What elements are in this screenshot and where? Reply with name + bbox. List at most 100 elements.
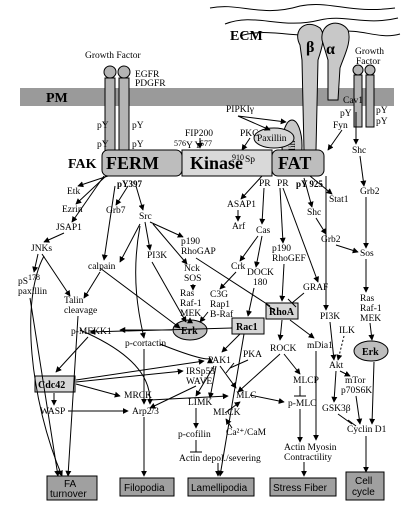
growth-factor-right-label-2: Factor — [356, 57, 381, 67]
erk-left-node: Erk — [181, 326, 198, 337]
fa-turnover-label-1: FA — [64, 479, 77, 490]
grb7-node: Grb7 — [106, 206, 126, 216]
actin-depol-node: Actin depol./severing — [179, 454, 261, 464]
rock-node: ROCK — [270, 344, 297, 354]
py-right-2: pY — [340, 109, 352, 119]
cell-cycle-label-2: cycle — [352, 487, 375, 498]
arf-node: Arf — [232, 221, 246, 232]
grb2-node-2: Grb2 — [321, 235, 341, 245]
y576-label: 576 — [174, 139, 186, 148]
cav1-label: Cav1 — [343, 96, 363, 106]
ras-right-node-2: Raf-1 — [360, 303, 382, 314]
mtor-node-1: mTor — [345, 376, 366, 386]
fat-domain-label: FAT — [278, 153, 311, 173]
fak-label: FAK — [68, 157, 97, 172]
stress-fiber-label: Stress Fiber — [273, 483, 328, 494]
ferm-domain-label: FERM — [106, 153, 159, 173]
py925-label: pY 925 — [296, 179, 323, 189]
pr-node-1: PR — [259, 179, 271, 189]
mdia1-node: mDia1 — [307, 341, 333, 351]
beta-label: β — [306, 39, 314, 56]
p190rhogap-node-2: RhoGAP — [181, 247, 216, 257]
jsap1-node: JSAP1 — [56, 223, 82, 233]
irsp53-node-1: IRSp53 — [186, 367, 215, 377]
stress-fiber-box — [269, 477, 337, 497]
py-label-4: pY — [132, 140, 144, 150]
pi3k-left-node: PI3K — [147, 251, 167, 261]
kinase-domain-label: Kinase — [190, 153, 243, 173]
py-label-1: pY — [97, 121, 109, 131]
filopodia-label: Filopodia — [124, 483, 165, 494]
c3g-node-1: C3G — [210, 290, 228, 300]
sos-node: Sos — [360, 249, 374, 259]
cdc42-node: Cdc42 — [38, 380, 65, 391]
sp-label: Sp — [245, 155, 255, 165]
c3g-node-3: B-Raf — [210, 309, 234, 320]
mlck-node: MLCK — [213, 408, 241, 418]
mrck-node: MRCK — [124, 391, 152, 401]
cell-cycle-box — [345, 471, 385, 501]
asap1-node: ASAP1 — [227, 200, 256, 210]
pi3k-right-node: PI3K — [320, 312, 340, 322]
gsk3b-node: GSK3β — [322, 404, 351, 414]
pcofilin-node: p-cofilin — [178, 429, 211, 440]
rhoa-node: RhoA — [269, 307, 295, 318]
talin-cleavage-node-1: Talin — [64, 296, 84, 306]
ilk-node: ILK — [339, 326, 355, 336]
fa-turnover-box — [46, 475, 98, 501]
dock-node-2: 180 — [253, 278, 268, 288]
pipki-label: PIPKIγ — [226, 105, 254, 115]
ras-node-1: Ras — [180, 289, 195, 299]
connections — [29, 112, 376, 477]
arp23-node: Arp2/3 — [132, 407, 159, 417]
growth-factor-right-label-1: Growth — [355, 47, 384, 57]
fip200-label: FIP200 — [185, 129, 213, 139]
ras-right-node-3: MEK — [360, 314, 381, 324]
talin-cleavage-node-2: cleavage — [64, 306, 97, 316]
filopodia-box — [119, 477, 175, 497]
p190rhogap-node-1: p190 — [181, 237, 200, 247]
mlcp-node: MLCP — [293, 376, 319, 386]
jnks-node: JNKs — [31, 244, 52, 254]
egfr-label: EGFR — [135, 70, 160, 80]
graf-node: GRAF — [303, 283, 328, 293]
pdgfr-label: PDGFR — [135, 79, 166, 89]
py-label-2: pY — [132, 121, 144, 131]
pak1-node: PAK1 — [208, 356, 231, 366]
mtor-node-2: p70S6K — [341, 386, 372, 396]
actomyosin-node-2: Contractility — [284, 453, 332, 463]
rac1-box — [231, 317, 265, 335]
nck-node-1: Nck — [184, 264, 200, 274]
actomyosin-node-1: Actin Myosin — [284, 443, 337, 453]
ps178-sup: 178 — [28, 273, 40, 282]
cdc42-box — [34, 375, 76, 393]
limk-node: LIMK — [188, 398, 212, 408]
p190rhogef-node-1: p190 — [272, 244, 291, 254]
paxillin-label: Paxillin — [257, 134, 287, 144]
calpain-node: calpain — [88, 262, 116, 272]
py-right-1: pY — [376, 106, 388, 116]
integrin — [297, 22, 350, 151]
shc-node-2: Shc — [352, 146, 366, 156]
paxillin-shape — [253, 127, 295, 149]
etk-node: Etk — [67, 187, 80, 197]
receptor-right — [352, 64, 376, 128]
fyn-label: Fyn — [333, 121, 348, 131]
ca-cam-node: Ca²⁺/CaM — [226, 428, 267, 438]
cas-node: Cas — [256, 226, 271, 236]
cyclin-d1-node: Cyclin D1 — [347, 425, 387, 435]
py-right-3: pY — [376, 117, 388, 127]
nck-node-2: SOS — [184, 274, 201, 284]
mlc-node: MLC — [236, 391, 257, 401]
shc-node-1: Shc — [307, 208, 321, 218]
lamellipodia-label: Lamellipodia — [191, 483, 248, 494]
ezrin-node: Ezrin — [62, 205, 83, 215]
fak-molecule — [101, 149, 325, 177]
erk-right-shape — [353, 340, 389, 362]
c3g-node-2: Rap1 — [210, 300, 230, 310]
py397-label: pY397 — [117, 179, 143, 189]
dock-node-1: DOCK — [247, 268, 274, 278]
irsp53-node-2: WAVE — [186, 377, 212, 387]
lamellipodia-box — [187, 477, 255, 497]
